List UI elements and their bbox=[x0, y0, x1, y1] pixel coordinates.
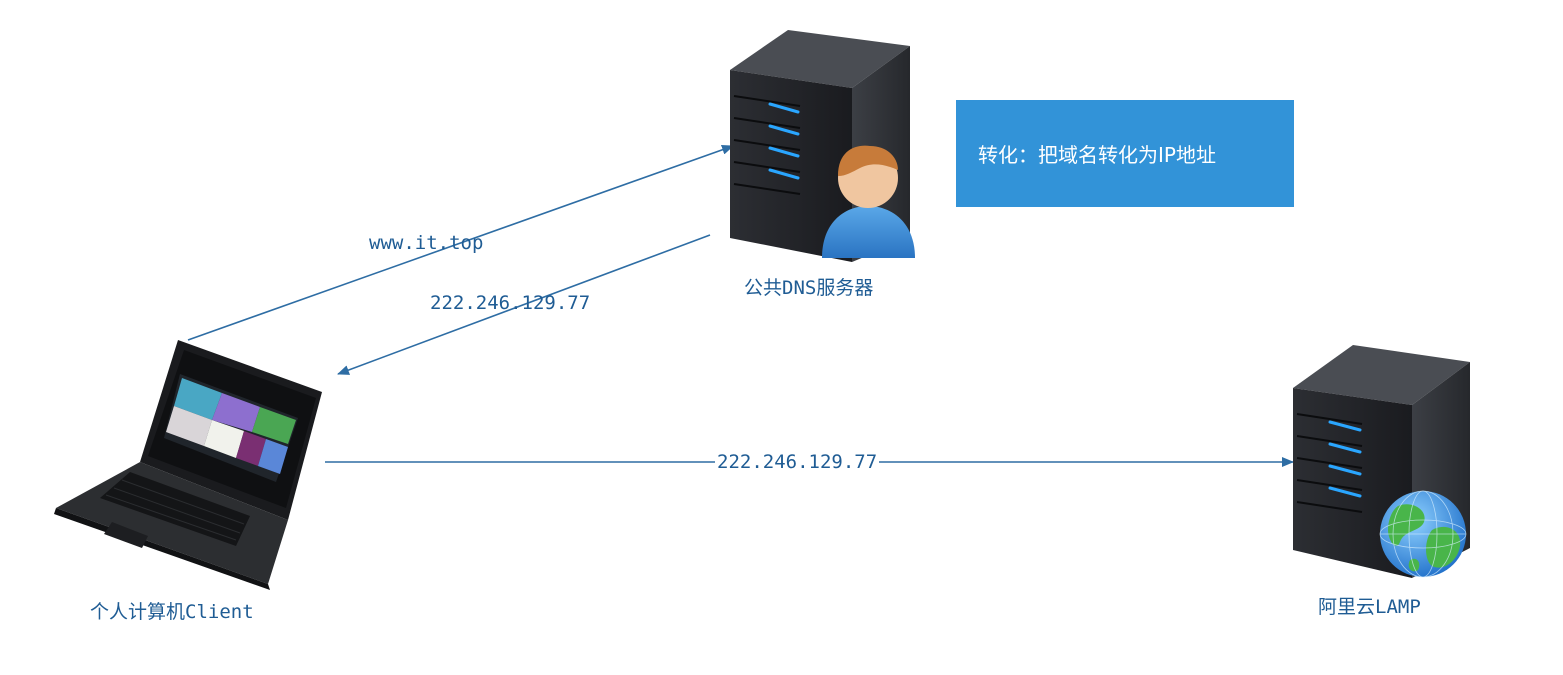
server-globe-icon bbox=[1293, 345, 1470, 578]
note-box: 转化：把域名转化为IP地址 bbox=[956, 100, 1294, 207]
edge-label-domain: www.it.top bbox=[369, 232, 484, 254]
server-user-icon bbox=[730, 30, 915, 262]
note-text: 转化：把域名转化为IP地址 bbox=[978, 143, 1216, 167]
laptop-screen-tiles bbox=[166, 378, 296, 474]
edge-dns-to-client bbox=[337, 234, 711, 375]
laptop-icon bbox=[54, 340, 322, 590]
user-icon bbox=[822, 145, 915, 258]
edge-label-ip-response: 222.246.129.77 bbox=[430, 292, 591, 314]
globe-icon bbox=[1379, 490, 1467, 578]
dns-server-label: 公共DNS服务器 bbox=[744, 277, 874, 299]
cloud-server-label: 阿里云LAMP bbox=[1318, 596, 1421, 618]
edge-label-ip-request: 222.246.129.77 bbox=[715, 451, 880, 473]
client-label: 个人计算机Client bbox=[90, 601, 254, 623]
edge-client-to-dns bbox=[187, 144, 734, 341]
